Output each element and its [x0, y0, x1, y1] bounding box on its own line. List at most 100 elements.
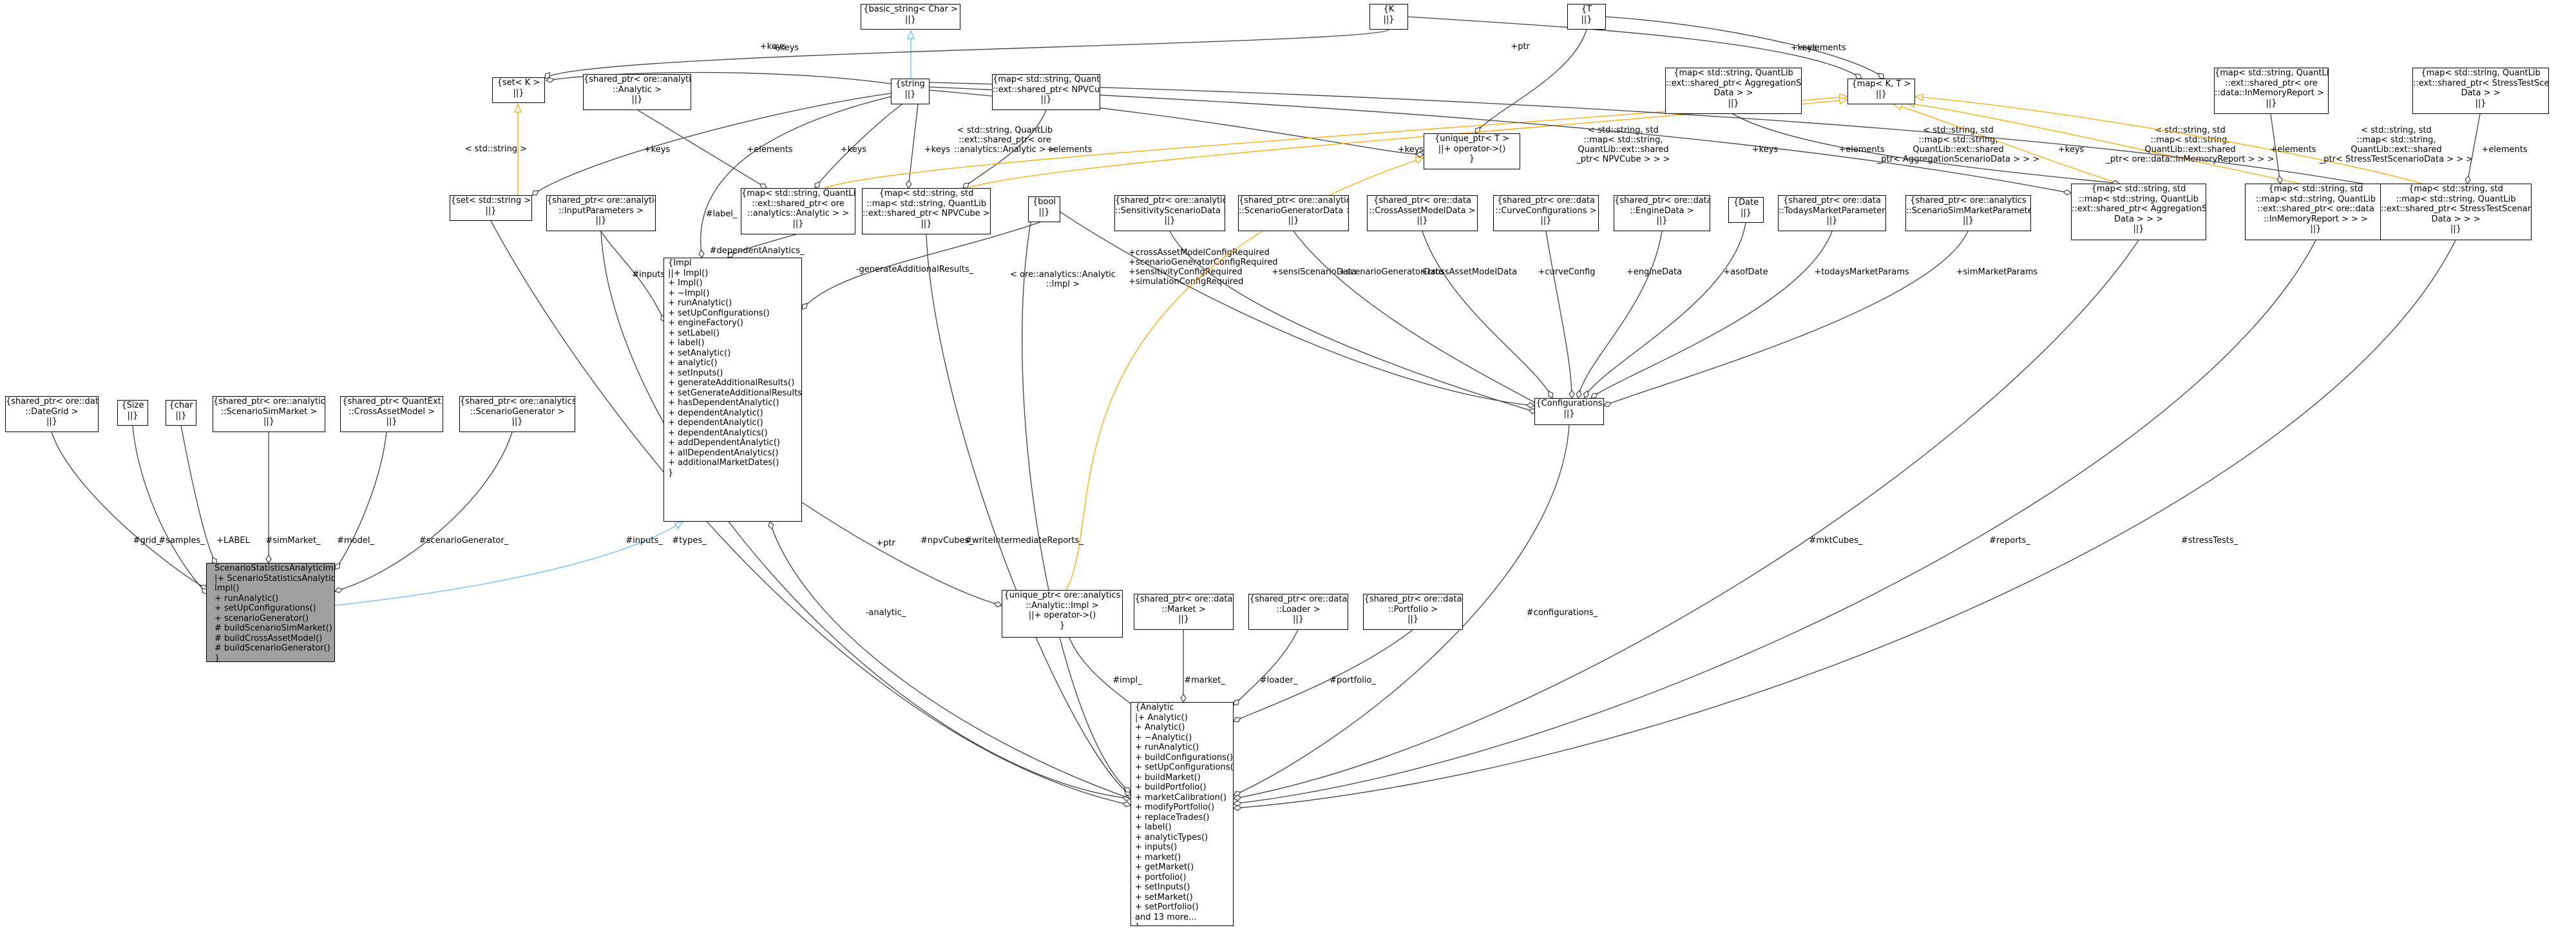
class-node-unique-ptr-t[interactable]: {unique_ptr< T >||+ operator->()} — [1424, 133, 1520, 169]
class-node-impl[interactable]: {Impl||+ Impl()+ Impl()+ ~Impl()+ runAna… — [663, 258, 802, 522]
class-node-size[interactable]: {Size||} — [117, 400, 148, 426]
edge-portfolio — [1234, 629, 1413, 721]
class-node-line: + setUpConfigurations() — [668, 308, 770, 318]
class-node-line: ::ext::shared_ptr< StressTestScenario — [2413, 78, 2549, 88]
class-node-line: ::ext::shared_ptr< StressTestScenario — [2381, 204, 2532, 214]
edge-elements-t — [1605, 16, 1884, 79]
class-node-line: ||} — [1728, 98, 1739, 108]
class-node-shared-ptr-scenario-sim-market[interactable]: {shared_ptr< ore::analytics::ScenarioSim… — [213, 396, 325, 432]
edge-label: < std::string, std::map< std::string,Qua… — [1576, 126, 1670, 164]
class-node-line: ::Market > — [1161, 604, 1206, 614]
class-node-line: {shared_ptr< ore::analytics — [460, 397, 575, 406]
class-node-line: ::ScenarioGeneratorData > — [1239, 205, 1349, 216]
class-node-line: {shared_ptr< ore::data — [1364, 594, 1462, 604]
class-node-line: Data > > > — [2113, 214, 2164, 224]
edge-elements-stress — [2467, 113, 2481, 184]
edge-label: #portfolio_ — [1330, 676, 1376, 685]
class-node-line: ||} — [2475, 98, 2486, 108]
class-node-line: Data > > — [1713, 88, 1753, 98]
class-node-line: ::ScenarioSimMarket > — [220, 406, 318, 417]
class-node-string[interactable]: {string||} — [891, 79, 930, 104]
class-node-line: {map< std::string, QuantLib — [1674, 68, 1793, 78]
edge-grid — [51, 432, 207, 589]
class-node-shared-ptr-input-parameters[interactable]: {shared_ptr< ore::analytics::InputParame… — [546, 195, 656, 231]
class-node-line: {map< std::string, std — [2409, 184, 2503, 194]
class-node-configurations[interactable]: {Configurations||} — [1534, 398, 1604, 425]
class-node-line: + analytic() — [668, 358, 718, 368]
class-node-line: ::InputParameters > — [558, 205, 644, 216]
edge-sensi — [1169, 231, 1536, 412]
class-node-shared-ptr-dategrid[interactable]: {shared_ptr< ore::data::DateGrid >||} — [5, 396, 99, 432]
edge-label: < std::string > — [465, 144, 527, 154]
class-node-shared-ptr-market[interactable]: {shared_ptr< ore::data::Market >||} — [1134, 594, 1234, 630]
edge-template-inmemory — [1907, 103, 2300, 184]
class-node-shared-ptr-scenario-generator[interactable]: {shared_ptr< ore::analytics::ScenarioGen… — [459, 396, 575, 432]
class-node-shared-ptr-cross-asset-model-data[interactable]: {shared_ptr< ore::data::CrossAssetModelD… — [1367, 195, 1478, 231]
edge-label: +LABEL — [216, 536, 250, 546]
class-node-line: + setUpConfigurations() — [215, 603, 316, 613]
class-node-map-aggregation-2[interactable]: {map< std::string, std::map< std::string… — [2071, 184, 2206, 240]
class-node-shared-ptr-curve-configurations[interactable]: {shared_ptr< ore::data::CurveConfigurati… — [1493, 195, 1599, 231]
class-node-set-k[interactable]: {set< K >||} — [492, 77, 545, 103]
class-node-line: ||} — [127, 410, 138, 421]
class-node-map-npvcube-2[interactable]: {map< std::string, std::map< std::string… — [862, 188, 991, 234]
class-node-line: ::Portfolio > — [1388, 604, 1438, 614]
class-node-line: ||} — [175, 410, 187, 421]
class-node-shared-ptr-sensitivity[interactable]: {shared_ptr< ore::analytics::Sensitivity… — [1114, 195, 1225, 231]
class-node-shared-ptr-todays-market[interactable]: {shared_ptr< ore::data::TodaysMarketPara… — [1778, 195, 1886, 231]
class-node-t[interactable]: {T||} — [1567, 4, 1606, 30]
class-node-map-stress-2[interactable]: {map< std::string, std::map< std::string… — [2380, 184, 2532, 240]
edge-label: #configurations_ — [1527, 608, 1598, 618]
class-node-line: ||} — [1288, 216, 1299, 225]
class-node-shared-ptr-portfolio[interactable]: {shared_ptr< ore::data::Portfolio >||} — [1363, 594, 1463, 630]
class-node-scenario-statistics-impl[interactable]: ScenarioStatisticsAnalyticImpl|+ Scenari… — [206, 563, 335, 662]
class-node-map-k-t[interactable]: {map< K, T >||} — [1847, 79, 1915, 104]
class-node-line: + setMarket() — [1135, 892, 1193, 902]
class-node-shared-ptr-scenario-sim-market-params[interactable]: {shared_ptr< ore::analytics::ScenarioSim… — [1905, 195, 2031, 231]
class-node-line: {map< std::string, std — [2091, 184, 2186, 194]
class-node-set-string[interactable]: {set< std::string >||} — [450, 195, 532, 221]
class-node-shared-ptr-analytic[interactable]: {shared_ptr< ore::analytics::Analytic >|… — [583, 74, 691, 110]
class-node-line: + buildConfigurations() — [1135, 752, 1234, 763]
class-node-map-npvcube-1[interactable]: {map< std::string, QuantLib::ext::shared… — [992, 74, 1100, 110]
class-node-line: {set< std::string > — [450, 196, 531, 205]
class-node-line: ::ext::shared_ptr< NPVCube > > > — [863, 209, 990, 218]
class-node-line: + label() — [1135, 822, 1172, 832]
class-node-map-stress-1[interactable]: {map< std::string, QuantLib::ext::shared… — [2412, 68, 2549, 114]
class-node-unique-ptr-impl[interactable]: {unique_ptr< ore::analytics::Analytic::I… — [1002, 590, 1123, 638]
class-node-map-aggregation-1[interactable]: {map< std::string, QuantLib::ext::shared… — [1665, 68, 1802, 114]
class-node-date[interactable]: {Date||} — [1728, 197, 1764, 223]
edge-inputs-analytic — [600, 231, 1131, 799]
class-node-shared-ptr-loader[interactable]: {shared_ptr< ore::data::Loader >||} — [1248, 594, 1348, 630]
class-node-line: ::map< std::string, QuantLib — [2396, 194, 2516, 204]
class-node-line: ScenarioStatisticsAnalyticImpl — [215, 564, 335, 573]
edge-label: +keys — [773, 43, 799, 53]
class-node-char[interactable]: {char||} — [166, 400, 196, 426]
edge-inherits-impl — [334, 522, 683, 606]
class-node-shared-ptr-cross-asset-model[interactable]: {shared_ptr< QuantExt::CrossAssetModel >… — [340, 396, 443, 432]
edge-keys-map — [1407, 16, 1862, 79]
class-node-bool[interactable]: {bool||} — [1028, 196, 1060, 222]
class-node-shared-ptr-engine-data[interactable]: {shared_ptr< ore::data::EngineData >||} — [1614, 195, 1710, 231]
class-node-line: + analyticTypes() — [1135, 832, 1208, 842]
class-node-map-inmemory-2[interactable]: {map< std::string, std::map< std::string… — [2245, 184, 2387, 240]
class-node-shared-ptr-scenario-generator-data[interactable]: {shared_ptr< ore::analytics::ScenarioGen… — [1238, 195, 1349, 231]
class-node-map-analytic[interactable]: {map< std::string, QuantLib::ext::shared… — [741, 188, 855, 234]
class-node-basic-string[interactable]: {basic_string< Char >||} — [861, 4, 960, 30]
edge-label: +keys — [760, 42, 787, 52]
class-node-line: {shared_ptr< ore::analytics — [1115, 196, 1225, 205]
class-node-line: + hasDependentAnalytic() — [668, 398, 779, 408]
class-node-analytic[interactable]: {Analytic|+ Analytic()+ Analytic()+ ~Ana… — [1131, 702, 1234, 926]
class-node-line: + setGenerateAdditionalResults() — [668, 388, 802, 398]
class-node-map-inmemory-1[interactable]: {map< std::string, QuantLib::ext::shared… — [2214, 68, 2329, 114]
class-node-line: ::SensitivityScenarioData > — [1115, 205, 1225, 216]
class-node-line: ||} — [1038, 207, 1050, 217]
class-node-line: ||} — [1383, 14, 1395, 24]
class-node-line: ||} — [263, 417, 275, 426]
class-node-k[interactable]: {K||} — [1369, 4, 1408, 30]
class-node-line: |+ Analytic() — [1135, 712, 1188, 723]
class-node-line: ::map< std::string, QuantLib — [866, 198, 986, 209]
class-node-line: ||} — [1656, 216, 1668, 225]
edge-label: #label_ — [706, 209, 738, 219]
class-node-line: {char — [169, 401, 193, 410]
